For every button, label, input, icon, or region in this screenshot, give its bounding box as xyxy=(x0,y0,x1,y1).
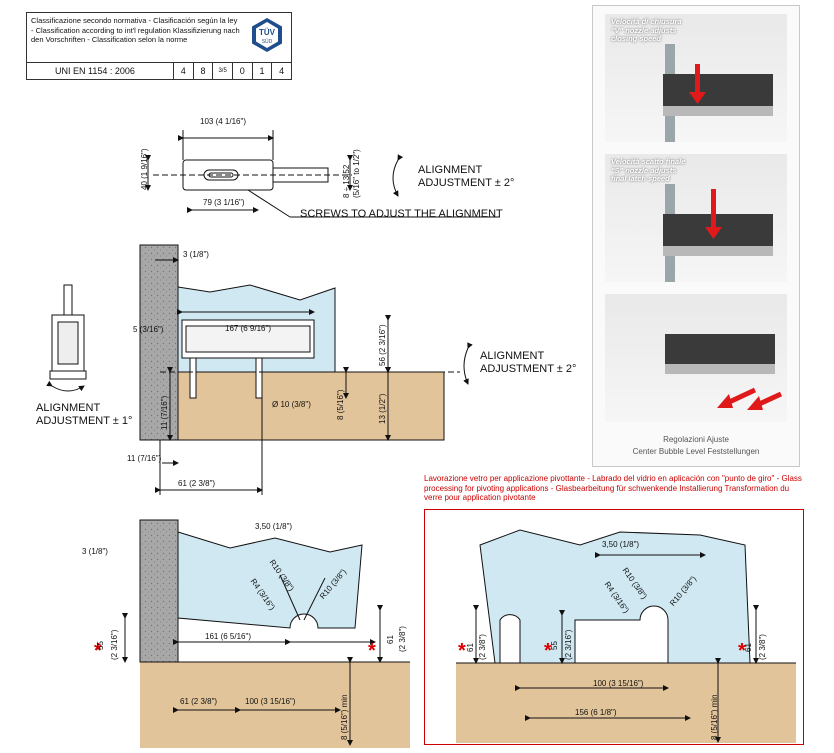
alignment-section-2: ADJUSTMENT ± 2° xyxy=(480,363,577,375)
glass-right-dim-61a: 61 xyxy=(466,643,475,652)
glass-right-dim-8min: 8 (5/16") min xyxy=(710,694,719,740)
standard-label: UNI EN 1154 : 2006 xyxy=(55,66,135,76)
dim-offset: 8 ÷ 13,52 xyxy=(342,164,351,198)
dim-top: 3 (1/8") xyxy=(183,250,209,259)
glass-right-star: * xyxy=(458,640,466,662)
glass-left-star: * xyxy=(368,640,376,662)
glass-left-dim-55-in: (2 3/16") xyxy=(110,629,119,660)
dim-width: 103 (4 1/16") xyxy=(200,117,246,126)
code-cell: 0 xyxy=(231,63,252,79)
glass-left-dim-bot61: 61 (2 3/8") xyxy=(180,697,218,706)
svg-text:TÜV: TÜV xyxy=(259,28,276,37)
glass-left-dim-bot100: 100 (3 15/16") xyxy=(245,697,296,706)
photo-bubble-level xyxy=(605,294,787,422)
glass-right-dim-55: 55 xyxy=(550,641,559,650)
glass-left-dim-top: 3 (1/8") xyxy=(82,547,108,556)
glass-left-dim-61: 61 xyxy=(386,635,395,644)
dim-h8: 8 (5/16") xyxy=(336,389,345,420)
caption-latch: Velocità scatto finale "S" nozzle adjust… xyxy=(611,157,686,183)
alignment-section-1: ALIGNMENT xyxy=(480,350,545,362)
glass-right-dim-61b: 61 xyxy=(744,643,753,652)
code-cell: 1 xyxy=(251,63,272,79)
alignment-top-2: ADJUSTMENT ± 2° xyxy=(418,177,515,189)
tuv-badge-icon: TÜV SÜD xyxy=(252,18,282,52)
closer-photo-icon xyxy=(663,44,773,142)
glass-detail-left xyxy=(122,519,410,748)
dim-h11: 11 (7/16") xyxy=(160,395,169,430)
dim-offset-in: (5/16" to 1/2") xyxy=(352,149,361,198)
section-view xyxy=(139,244,473,495)
dim-d10: Ø 10 (3/8") xyxy=(272,400,311,409)
side-device xyxy=(46,284,87,392)
classification-text: Classificazione secondo normativa - Clas… xyxy=(31,16,240,44)
code-cell: 4 xyxy=(172,63,193,79)
glass-left-dim-350: 3,50 (1/8") xyxy=(255,522,293,531)
glass-left-dim-55: 55 xyxy=(96,641,105,650)
dim-h13: 13 (1/2") xyxy=(378,393,387,424)
photo-closing-speed: Velocità di chiusura "V" nozzle adjusts … xyxy=(605,14,787,142)
photo-panel: Velocità di chiusura "V" nozzle adjusts … xyxy=(592,5,800,467)
dim-inner: 79 (3 1/16") xyxy=(203,198,245,207)
pivot-title: Lavorazione vetro per applicazione pivot… xyxy=(424,474,802,502)
alignment-side-1: ALIGNMENT xyxy=(36,402,101,414)
closer-photo-icon xyxy=(665,334,783,410)
screws-label: SCREWS TO ADJUST THE ALIGNMENT xyxy=(300,208,503,220)
code-cell: 3/5 xyxy=(212,63,232,79)
glass-right-dim-61b-in: (2 3/8") xyxy=(758,634,767,660)
dim-body: 167 (6 9/16") xyxy=(225,324,271,333)
glass-left-star: * xyxy=(94,640,102,662)
glass-right-dim-350: 3,50 (1/8") xyxy=(602,540,640,549)
top-view xyxy=(145,130,500,218)
panel-caption: Regolazioni Ajuste Center Bubble Level F… xyxy=(632,435,760,456)
closer-photo-icon xyxy=(663,184,773,282)
glass-right-star: * xyxy=(738,640,746,662)
pivot-frame xyxy=(424,509,804,745)
glass-detail-right xyxy=(456,529,796,743)
glass-right-dim-156: 156 (6 1/8") xyxy=(575,708,617,717)
alignment-side-2: ADJUSTMENT ± 1° xyxy=(36,415,133,427)
glass-right-dim-55-in: (2 3/16") xyxy=(564,629,573,660)
dim-bottom61: 61 (2 3/8") xyxy=(178,479,216,488)
alignment-top-1: ALIGNMENT xyxy=(418,164,483,176)
glass-left-dim-8min: 8 (5/16") min xyxy=(340,694,349,740)
glass-right-dim-100: 100 (3 15/16") xyxy=(593,679,644,688)
code-cell: 8 xyxy=(192,63,213,79)
glass-right-dim-61a-in: (2 3/8") xyxy=(478,634,487,660)
glass-left-dim-61-in: (2 3/8") xyxy=(398,626,407,652)
code-cell: 4 xyxy=(271,63,291,79)
caption-closing: Velocità di chiusura "V" nozzle adjusts … xyxy=(611,17,682,43)
glass-right-star: * xyxy=(544,640,552,662)
dim-h56: 56 (2 3/16") xyxy=(378,324,387,366)
glass-left-dim-161: 161 (6 5/16") xyxy=(205,632,251,641)
dim-height: 40 (1 9/16") xyxy=(140,148,149,190)
svg-text:SÜD: SÜD xyxy=(262,38,273,45)
dim-bottom11: 11 (7/16") xyxy=(127,454,162,463)
photo-latch-speed: Velocità scatto finale "S" nozzle adjust… xyxy=(605,154,787,282)
classification-row: UNI EN 1154 : 2006 4 8 3/5 0 1 4 xyxy=(27,62,291,79)
classification-table: Classificazione secondo normativa - Clas… xyxy=(26,12,292,80)
dim-left: 5 (3/16") xyxy=(133,325,164,334)
